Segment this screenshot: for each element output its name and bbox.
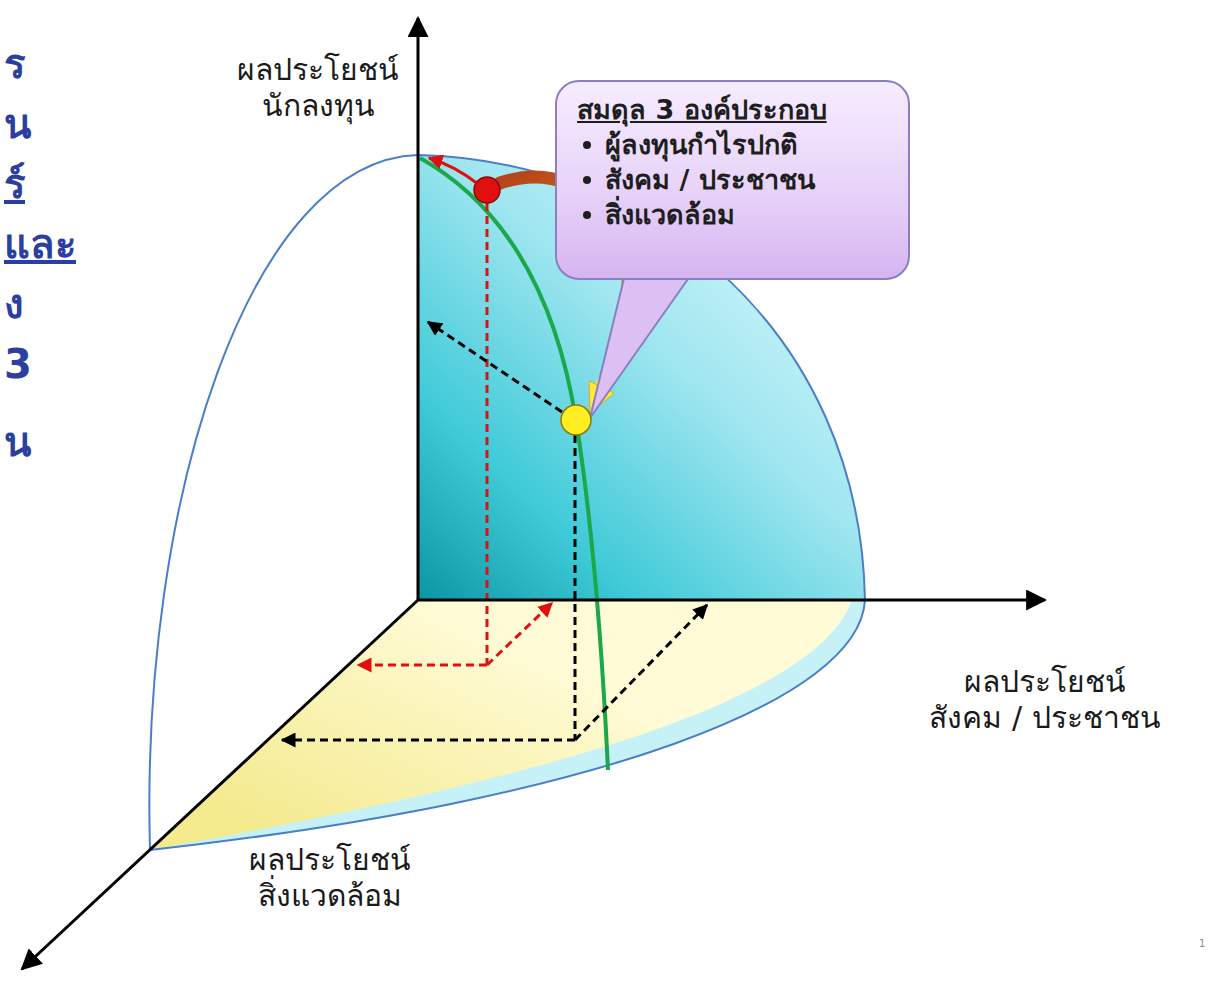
axis-label: ผลประโยชน์ สิ่งแวดล้อม xyxy=(247,842,413,914)
floor-plane xyxy=(150,600,852,850)
bullet-dot xyxy=(583,141,591,149)
current-point xyxy=(474,177,500,203)
title-fragment: ง xyxy=(4,280,24,328)
title-fragment: และ xyxy=(4,220,76,268)
projection-arrow xyxy=(282,739,575,742)
projection-arrow xyxy=(575,605,707,740)
bullet-text: สังคม / ประชาชน xyxy=(605,162,815,197)
projection-arrow xyxy=(358,664,487,667)
bullet-item: สิ่งแวดล้อม xyxy=(577,197,888,232)
bullet-item: ผู้ลงทุนกำไรปกติ xyxy=(577,127,888,162)
bullet-dot xyxy=(583,176,591,184)
projection-arrow xyxy=(428,322,562,412)
callout-tail xyxy=(590,262,700,418)
projection-arrow xyxy=(429,158,478,184)
title-fragment: น xyxy=(4,418,31,466)
bullet-text: ผู้ลงทุนกำไรปกติ xyxy=(605,127,798,162)
axis-label: ผลประโยชน์ นักลงทุน xyxy=(235,52,401,124)
dome-outline xyxy=(149,155,418,850)
bullet-dot xyxy=(583,211,591,219)
axis-line xyxy=(22,600,418,969)
projection-line xyxy=(574,435,577,740)
balance-point xyxy=(561,405,591,435)
axis-label: ผลประโยชน์ สังคม / ประชาชน xyxy=(927,664,1163,736)
callout-box: สมดุล 3 องค์ประกอบผู้ลงทุนกำไรปกติสังคม … xyxy=(555,80,910,280)
axis-line xyxy=(418,599,1045,602)
page-number: 1 xyxy=(1199,938,1205,950)
projection-line xyxy=(486,203,489,665)
axis-line xyxy=(417,18,420,600)
bullet-item: สังคม / ประชาชน xyxy=(577,162,888,197)
bullet-text: สิ่งแวดล้อม xyxy=(605,197,735,232)
title-fragment: ร์ xyxy=(4,160,25,208)
title-fragment: 3 xyxy=(4,340,32,388)
title-fragment: น xyxy=(4,100,31,148)
projection-arrow xyxy=(487,603,552,665)
title-fragment: ร xyxy=(4,40,25,88)
callout-heading: สมดุล 3 องค์ประกอบ xyxy=(577,92,888,127)
